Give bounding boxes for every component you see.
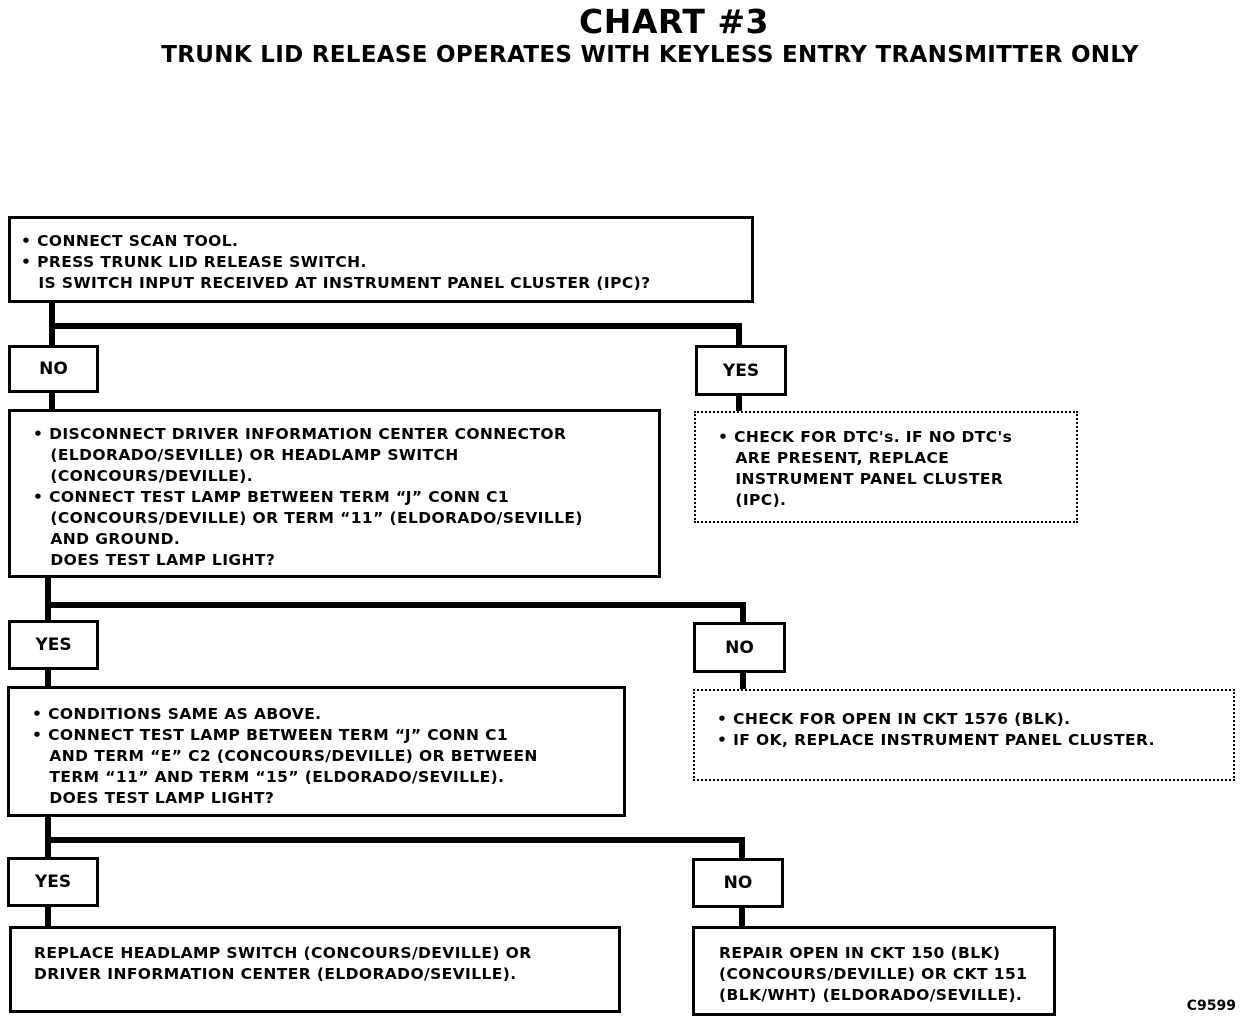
branch3-no-label: NO	[692, 858, 784, 908]
step2-box: • DISCONNECT DRIVER INFORMATION CENTER C…	[8, 409, 661, 578]
branch1-yes-label: YES	[695, 345, 787, 396]
step3-box: • CONDITIONS SAME AS ABOVE. • CONNECT TE…	[7, 686, 626, 817]
connector-line	[45, 904, 51, 929]
step3-line: AND TERM “E” C2 (CONCOURS/DEVILLE) OR BE…	[32, 747, 538, 765]
step1-line: IS SWITCH INPUT RECEIVED AT INSTRUMENT P…	[21, 274, 651, 292]
branch3-yes-label: YES	[7, 857, 99, 907]
step1-box: • CONNECT SCAN TOOL. • PRESS TRUNK LID R…	[8, 216, 754, 303]
result-repair-line: REPAIR OPEN IN CKT 150 (BLK)	[719, 944, 1001, 962]
result-repair-line: (BLK/WHT) (ELDORADO/SEVILLE).	[719, 986, 1023, 1004]
result-ipc-line: ARE PRESENT, REPLACE	[718, 449, 950, 467]
result-ipc-line: (IPC).	[718, 491, 787, 509]
connector-line	[739, 837, 745, 860]
result-ipc-line: INSTRUMENT PANEL CLUSTER	[718, 470, 1004, 488]
result-ipc-line: • CHECK FOR DTC's. IF NO DTC's	[718, 428, 1013, 446]
chart-subtitle: TRUNK LID RELEASE OPERATES WITH KEYLESS …	[161, 42, 1139, 68]
step1-line: • CONNECT SCAN TOOL.	[21, 232, 239, 250]
step2-line: • DISCONNECT DRIVER INFORMATION CENTER C…	[33, 425, 567, 443]
step2-line: • CONNECT TEST LAMP BETWEEN TERM “J” CON…	[33, 488, 510, 506]
step2-line: DOES TEST LAMP LIGHT?	[33, 551, 276, 569]
connector-line	[45, 575, 51, 623]
result-replace-ipc-box: • CHECK FOR DTC's. IF NO DTC's ARE PRESE…	[694, 411, 1078, 523]
connector-line	[736, 323, 742, 348]
step3-line: • CONNECT TEST LAMP BETWEEN TERM “J” CON…	[32, 726, 509, 744]
step3-line: TERM “11” AND TERM “15” (ELDORADO/SEVILL…	[32, 768, 505, 786]
branch1-no-label: NO	[8, 345, 99, 393]
step3-line: • CONDITIONS SAME AS ABOVE.	[32, 705, 322, 723]
connector-line	[736, 393, 742, 413]
connector-line	[739, 905, 745, 929]
result-check-open-box: • CHECK FOR OPEN IN CKT 1576 (BLK). • IF…	[693, 689, 1235, 781]
chart-title: CHART #3	[579, 2, 769, 41]
result-repair-line: (CONCOURS/DEVILLE) OR CKT 151	[719, 965, 1028, 983]
connector-line	[740, 671, 746, 691]
step1-line: • PRESS TRUNK LID RELEASE SWITCH.	[21, 253, 367, 271]
result-repair-open-box: REPAIR OPEN IN CKT 150 (BLK) (CONCOURS/D…	[692, 926, 1056, 1016]
connector-line	[45, 814, 51, 860]
connector-line	[49, 323, 742, 329]
connector-line	[45, 837, 745, 843]
connector-line	[45, 667, 51, 689]
step3-line: DOES TEST LAMP LIGHT?	[32, 789, 275, 807]
step2-line: (CONCOURS/DEVILLE).	[33, 467, 254, 485]
step2-line: AND GROUND.	[33, 530, 181, 548]
result-replace-line: DRIVER INFORMATION CENTER (ELDORADO/SEVI…	[34, 965, 517, 983]
branch2-no-label: NO	[693, 622, 786, 673]
connector-line	[740, 602, 746, 625]
result-replace-switch-box: REPLACE HEADLAMP SWITCH (CONCOURS/DEVILL…	[9, 926, 621, 1013]
result-replace-line: REPLACE HEADLAMP SWITCH (CONCOURS/DEVILL…	[34, 944, 532, 962]
connector-line	[49, 300, 55, 348]
connector-line	[45, 602, 746, 608]
result-open-line: • IF OK, REPLACE INSTRUMENT PANEL CLUSTE…	[717, 731, 1155, 749]
figure-reference: C9599	[1186, 998, 1236, 1014]
step2-line: (ELDORADO/SEVILLE) OR HEADLAMP SWITCH	[33, 446, 459, 464]
step2-line: (CONCOURS/DEVILLE) OR TERM “11” (ELDORAD…	[33, 509, 583, 527]
connector-line	[49, 390, 55, 412]
result-open-line: • CHECK FOR OPEN IN CKT 1576 (BLK).	[717, 710, 1071, 728]
branch2-yes-label: YES	[8, 620, 99, 670]
